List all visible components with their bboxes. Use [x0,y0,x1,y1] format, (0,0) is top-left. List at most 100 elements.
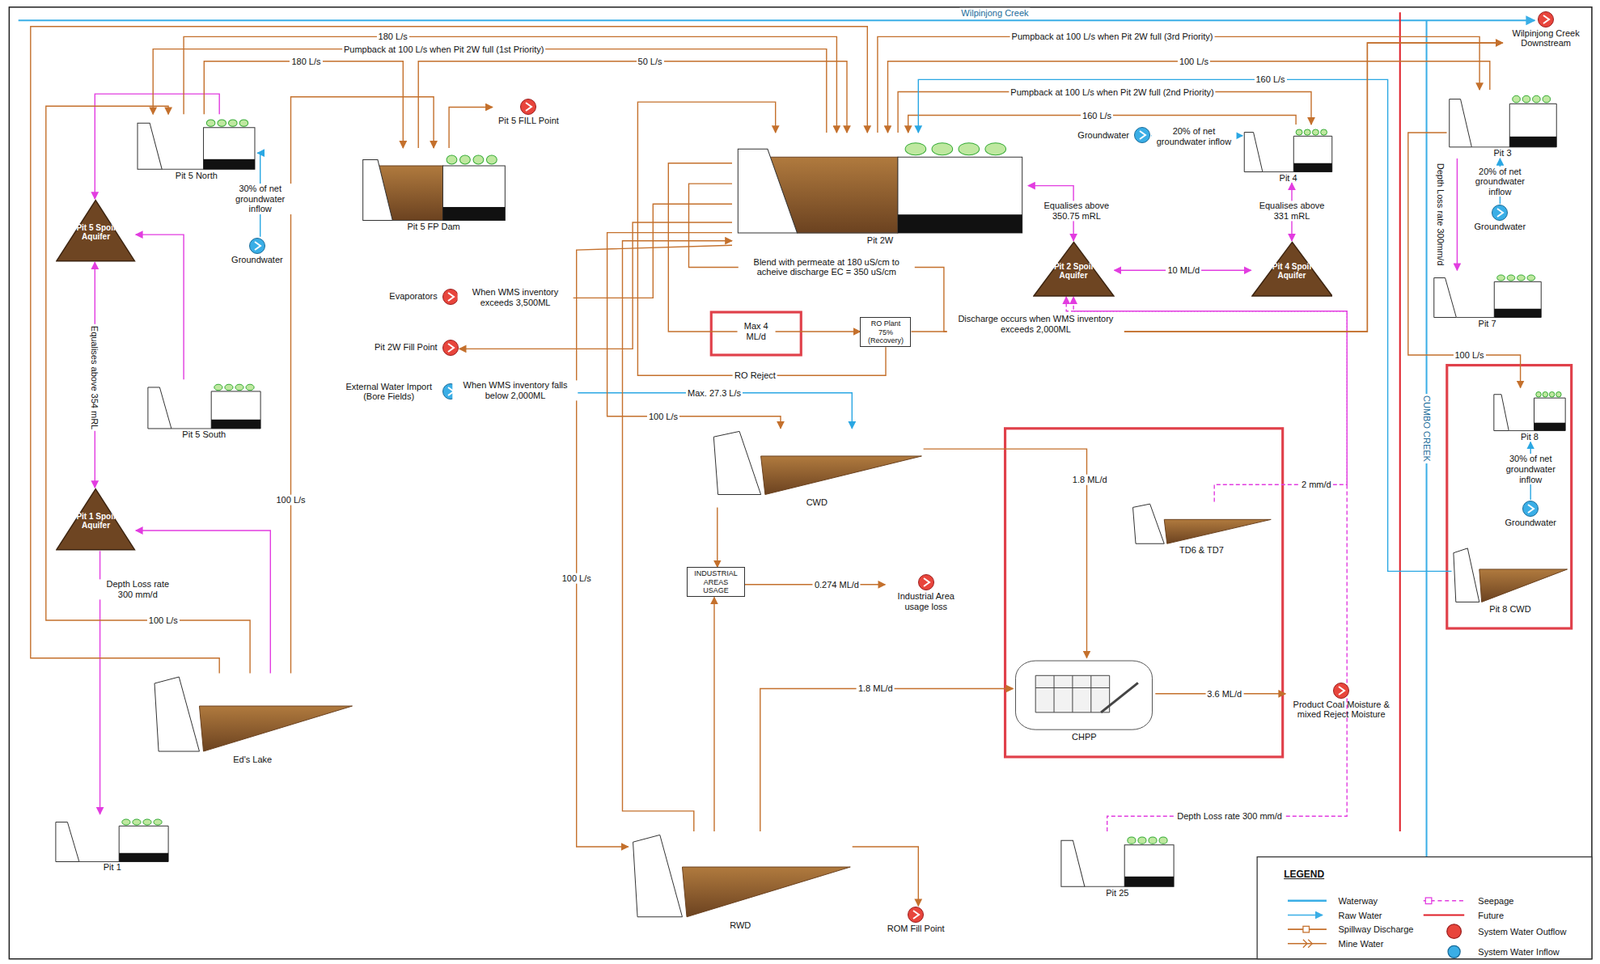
creek-name: CUMBO CREEK [1421,393,1432,464]
future-line [1399,12,1402,832]
flow-label: Blend with permeate at 180 uS/cm to ache… [738,257,915,278]
flow-circle [906,905,925,924]
node-label: Pit 8 CWD [1451,604,1569,615]
legend-box [1257,857,1592,960]
node-label: Pit 7 [1431,318,1544,330]
tree-icon [985,143,1007,156]
spoil-base [897,214,1023,233]
node-text-wrap: Pit 5 South [145,429,263,441]
node-label: Groundwater [1466,221,1533,233]
node-label: Pit 4 Spoil Aquifer [1267,262,1317,280]
dam-illustration [709,428,924,498]
flow-label: 20% of net groundwater inflow [1468,166,1533,198]
flow-connector [760,689,1014,833]
pit-floor [162,169,204,170]
circle-fill [1492,205,1508,221]
circle-fill [520,99,537,115]
water-body [681,867,851,918]
circle-arrow [1338,686,1345,695]
dam-illustration [150,673,355,755]
node-label: CHPP [1012,732,1156,743]
pitw-illustration [359,148,508,222]
node-text-wrap: Pit 7 [1431,318,1544,330]
node-text-wrap: CWD [709,497,924,508]
flow-connector [713,596,715,832]
node-text-wrap: RO Plant 75% (Recovery) [863,319,908,345]
node-text-wrap: Pit 5 FILL Point [492,115,565,127]
flow-label: 50 L/s [636,55,665,67]
storage-node: Pit 7 [1431,270,1544,329]
circle-fill [442,288,458,305]
outflow-node: Wilpinjong Creek Downstream [1502,10,1590,49]
node-label: Pit 5 FP Dam [359,221,508,233]
legend-text: System Water Inflow [1476,947,1561,958]
pit-wall [1494,394,1509,432]
legend-sample [1303,939,1313,949]
aquifer-shape [1252,241,1333,297]
tree-icon [905,143,927,156]
highlight-box [1447,365,1572,629]
node-label: Groundwater [1077,130,1130,141]
inflow-node: Groundwater [224,237,291,266]
circle-fill [1134,127,1150,144]
tree-icon [931,143,953,156]
flow-circle [248,237,267,255]
pit-floor [1262,171,1294,173]
flow-connector [46,105,250,674]
flow-label: 20% of net groundwater inflow [1151,126,1236,147]
highlight-box [1005,428,1283,758]
circle-fill [1523,501,1539,517]
flow-label: Depth Loss rate 300 mm/d [1175,811,1284,822]
node-label: RO Plant 75% (Recovery) [863,319,908,345]
flow-connector [689,42,1503,332]
node-label: Pit 5 South [145,429,263,441]
flow-label: 30% of net groundwater inflow [1498,453,1563,485]
spoil-block [118,825,169,862]
flow-connector [923,448,1088,659]
storage-node: Pit 4 [1242,124,1334,183]
node-label: Pit 4 [1242,173,1334,184]
legend-sample [1287,914,1323,917]
legend-text: System Water Outflow [1476,926,1568,937]
storage-node: CWD [709,428,924,508]
pit-illustration [145,379,263,430]
node-label: Pit 5 North [135,170,258,182]
circle-arrow [1528,504,1534,513]
outflow-node: Industrial Area usage loss [884,573,967,612]
tree-icon [153,819,162,826]
node-text-wrap: Groundwater [1466,221,1533,233]
flow-circle [1490,203,1509,222]
node-label: Pit 2W [732,235,1029,246]
node-text-wrap: Pit 1 [53,862,171,873]
tree-icon [1542,95,1551,103]
creek-name: Wilpinjong Creek [959,8,1030,19]
flow-label: Max 4 ML/d [736,321,775,342]
node-label: Pit 2 Spoil Aquifer [1049,262,1099,280]
node-label: Product Coal Moisture & mixed Reject Moi… [1285,699,1397,720]
flow-label: 160 L/s [1080,110,1114,121]
pit-illustration [1058,831,1177,889]
flow-connector [1073,296,1347,832]
flow-label: 10 ML/d [1165,265,1202,276]
wilpinjong-creek-line [18,19,1536,22]
node-label: Wilpinjong Creek Downstream [1502,28,1590,49]
flow-label: 100 L/s [647,410,680,422]
water-body [1164,519,1272,544]
flow-label: When WMS inventory falls below 2,000ML [452,380,578,402]
flow-label: 180 L/s [289,55,322,67]
spoil-base [1494,308,1541,318]
spoil-block [1124,845,1174,888]
flow-label: RO Reject [732,370,778,381]
circle-arrow [254,241,261,250]
node-text-wrap: INDUSTRIAL AREAS USAGE [689,569,742,595]
flow-label: 100 L/s [274,495,307,506]
tree-icon [1303,129,1311,136]
spoil-block [1293,135,1332,172]
node-label: ROM Fill Point [880,923,952,935]
node-text-wrap: TD6 & TD7 [1130,545,1273,556]
flow-connector [448,107,493,149]
dam-wall [714,431,762,495]
flow-label: 1.8 ML/d [1070,474,1109,486]
pit-illustration [53,814,171,864]
node-label: Industrial Area usage loss [884,591,967,612]
